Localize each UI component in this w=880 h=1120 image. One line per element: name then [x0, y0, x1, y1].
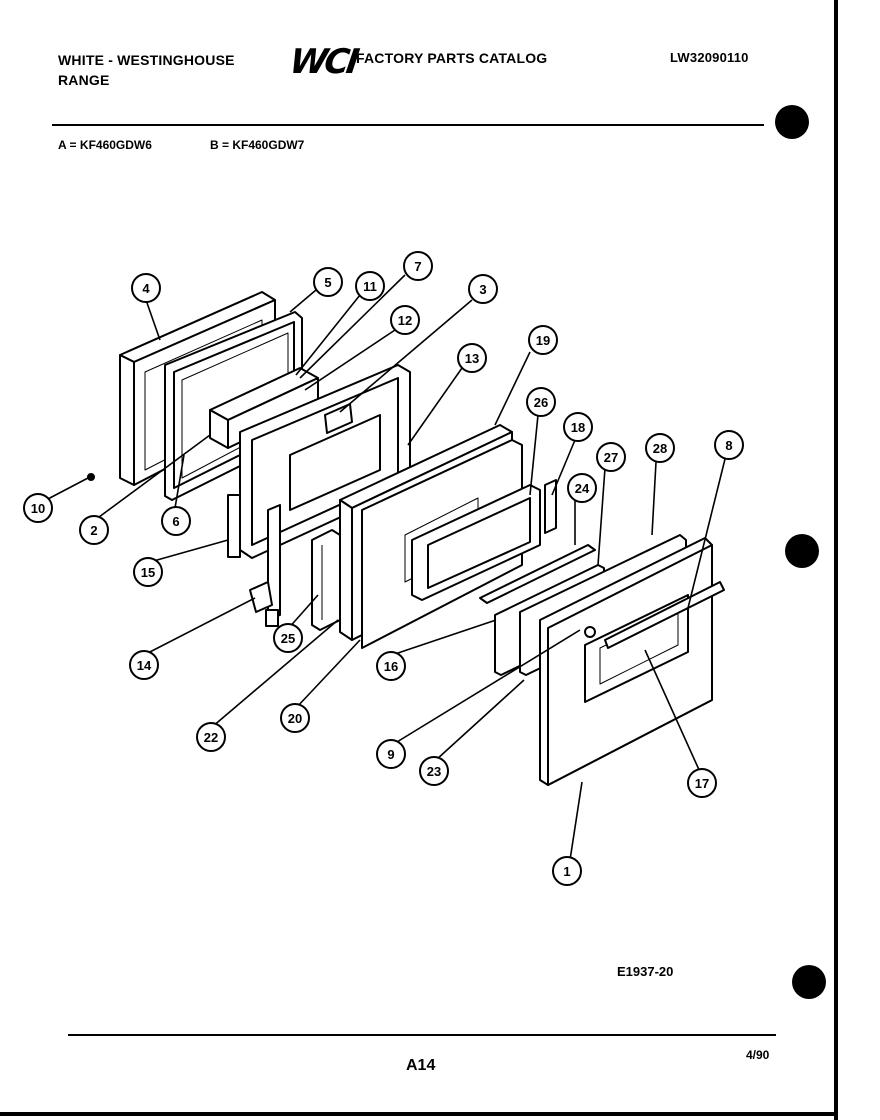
callout-label: 14	[137, 658, 152, 673]
callout-11: 11	[355, 271, 385, 301]
header-divider	[52, 124, 764, 126]
catalog-number: LW32090110	[670, 50, 749, 65]
callout-10: 10	[23, 493, 53, 523]
part-screw	[87, 473, 95, 481]
callout-label: 10	[31, 501, 45, 516]
brand-name: WHITE - WESTINGHOUSE	[58, 52, 235, 68]
callout-label: 13	[465, 351, 479, 366]
callout-label: 4	[142, 281, 150, 296]
part-hinge-left	[227, 494, 281, 627]
callout-18: 18	[563, 412, 593, 442]
callout-label: 20	[288, 711, 302, 726]
callout-label: 1	[563, 864, 570, 879]
binder-hole	[792, 965, 826, 999]
callout-label: 24	[575, 481, 590, 496]
part-inner-window-frame	[239, 364, 411, 559]
callout-27: 27	[596, 442, 626, 472]
page-bottom-border	[0, 1112, 838, 1116]
part-window-glass	[411, 484, 541, 601]
page-right-border	[834, 0, 838, 1120]
callout-label: 3	[479, 282, 486, 297]
part-knob	[584, 626, 596, 638]
callout-25: 25	[273, 623, 303, 653]
part-handle	[604, 581, 725, 649]
model-b-label: B = KF460GDW7	[210, 138, 305, 152]
callout-label: 27	[604, 450, 618, 465]
callout-5: 5	[313, 267, 343, 297]
page-date: 4/90	[746, 1048, 770, 1062]
callout-17: 17	[687, 768, 717, 798]
callout-19: 19	[528, 325, 558, 355]
callout-label: 5	[324, 275, 331, 290]
footer-divider	[68, 1034, 776, 1036]
callout-label: 15	[141, 565, 155, 580]
catalog-title: FACTORY PARTS CATALOG	[356, 50, 548, 66]
callout-label: 8	[725, 438, 732, 453]
callout-16: 16	[376, 651, 406, 681]
callout-label: 17	[695, 776, 709, 791]
callout-label: 28	[653, 441, 667, 456]
callout-label: 2	[90, 523, 97, 538]
callout-13: 13	[457, 343, 487, 373]
callout-22: 22	[196, 722, 226, 752]
callout-9: 9	[376, 739, 406, 769]
callout-20: 20	[280, 703, 310, 733]
callout-label: 25	[281, 631, 295, 646]
callout-label: 6	[172, 514, 179, 529]
callout-label: 7	[414, 259, 421, 274]
callout-label: 12	[398, 313, 412, 328]
callout-12: 12	[390, 305, 420, 335]
callout-label: 18	[571, 420, 585, 435]
callout-balloons: 4 5 11 7 12 3 13 19 26 18 27 28 8 24 10 …	[23, 251, 744, 886]
callout-23: 23	[419, 756, 449, 786]
callout-1: 1	[552, 856, 582, 886]
callout-label: 16	[384, 659, 398, 674]
page-number: A14	[406, 1057, 436, 1074]
product-type: RANGE	[58, 72, 110, 88]
leader-lines	[45, 274, 727, 861]
callout-3: 3	[468, 274, 498, 304]
callout-label: 9	[387, 747, 394, 762]
callout-8: 8	[714, 430, 744, 460]
binder-hole	[785, 534, 819, 568]
part-side-channel	[311, 529, 341, 631]
callout-label: 26	[534, 395, 548, 410]
part-trim-strip	[479, 544, 596, 604]
callout-label: 11	[363, 279, 377, 294]
figure-code: E1937-20	[617, 964, 674, 979]
callout-28: 28	[645, 433, 675, 463]
callout-26: 26	[526, 387, 556, 417]
model-a-label: A = KF460GDW6	[58, 138, 152, 152]
callout-14: 14	[129, 650, 159, 680]
callout-2: 2	[79, 515, 109, 545]
callout-4: 4	[131, 273, 161, 303]
callout-label: 19	[536, 333, 550, 348]
callout-6: 6	[161, 506, 191, 536]
callout-24: 24	[567, 473, 597, 503]
callout-label: 23	[427, 764, 441, 779]
callout-7: 7	[403, 251, 433, 281]
callout-label: 22	[204, 730, 218, 745]
callout-15: 15	[133, 557, 163, 587]
binder-hole	[775, 105, 809, 139]
